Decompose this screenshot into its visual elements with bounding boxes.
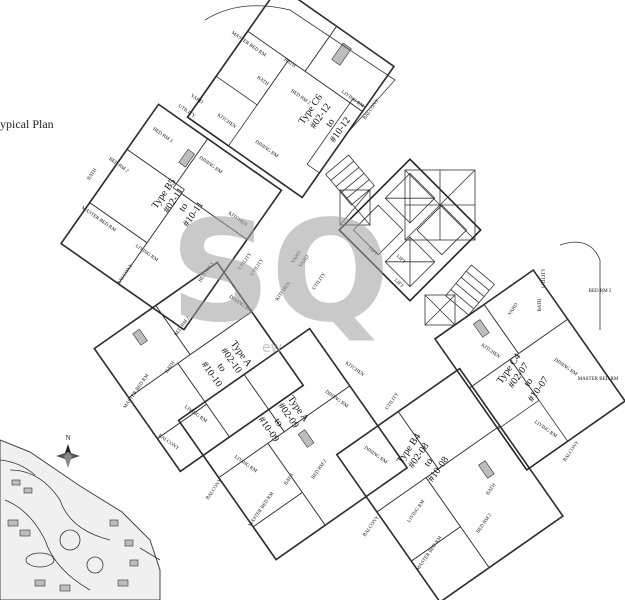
- watermark-text: ew: [262, 340, 282, 356]
- page-title: ypical Plan: [0, 117, 54, 131]
- unit-c4-outline: [433, 268, 625, 472]
- room-label: BATH: [284, 473, 296, 487]
- room-label: LIVING RM: [340, 90, 365, 109]
- room-label: UTILITY: [542, 268, 547, 288]
- north-arrow: N: [56, 434, 80, 468]
- room-label: DINING RM: [363, 446, 388, 466]
- room-label: DINING RM: [324, 390, 349, 410]
- unit-a10-outline: [93, 261, 305, 473]
- room-label: MASTER BED RM: [230, 31, 267, 59]
- room-label: BED RM 3: [152, 127, 174, 144]
- lift-label-1: LIFT: [367, 246, 378, 257]
- room-label: DINING RM: [198, 156, 223, 176]
- room-label: BED RM 2: [311, 459, 328, 481]
- room-label: KITCHEN: [216, 113, 237, 130]
- site-key-plan: [0, 439, 161, 600]
- room-label: BED RM 2: [589, 289, 612, 294]
- room-label: BED RM 2: [476, 513, 493, 535]
- watermark: SQ ew: [170, 191, 390, 356]
- lift-core: [325, 154, 495, 326]
- room-label: BED RM 2: [290, 89, 312, 106]
- room-label: BATH: [538, 298, 543, 311]
- room-label: BATH: [256, 76, 270, 88]
- room-label: BATH: [165, 361, 177, 375]
- room-label: BALCONY: [117, 263, 135, 286]
- room-label: LIVING RM: [407, 499, 426, 524]
- north-label: N: [65, 434, 70, 442]
- watermark-logo: SQ: [170, 191, 390, 354]
- room-label: BALCONY: [363, 98, 381, 121]
- room-label: MASTER BED RM: [123, 373, 151, 410]
- unit-b5-outline: [59, 103, 283, 331]
- type-label-b4: Type B4 #02-08 to #10-08: [395, 432, 451, 485]
- room-label: DINING RM: [254, 140, 279, 160]
- lift-label-2: LIFT: [395, 254, 406, 265]
- room-label: LIVING RM: [533, 420, 558, 439]
- unit-c6-outline: [186, 0, 396, 199]
- room-label: BALCONY: [206, 478, 224, 501]
- type-label-c4: Type C4 #02-07 to #10-07: [495, 352, 551, 405]
- room-label: KITCHEN: [480, 343, 501, 360]
- room-label: MASTER BED RM: [416, 535, 444, 572]
- room-label: MASTER BED RM: [578, 377, 619, 382]
- room-label: LIVING RM: [134, 244, 159, 263]
- room-label: YARD: [508, 302, 520, 316]
- room-label: BATH: [87, 168, 99, 182]
- lift-label-3: LIFT: [393, 278, 404, 289]
- room-label: KITCHEN: [344, 361, 365, 378]
- room-label: BATH: [283, 58, 297, 70]
- room-label: MASTER BED RM: [248, 491, 276, 528]
- room-label: UTILITY: [385, 392, 401, 411]
- room-label: DINING RM: [553, 358, 578, 378]
- room-label: MASTER BED RM: [80, 206, 117, 234]
- room-label: BALCONY: [363, 515, 381, 538]
- unit-b4-outline: [335, 367, 565, 600]
- room-label: BATH: [486, 483, 498, 497]
- room-label: UTILITY: [177, 104, 196, 120]
